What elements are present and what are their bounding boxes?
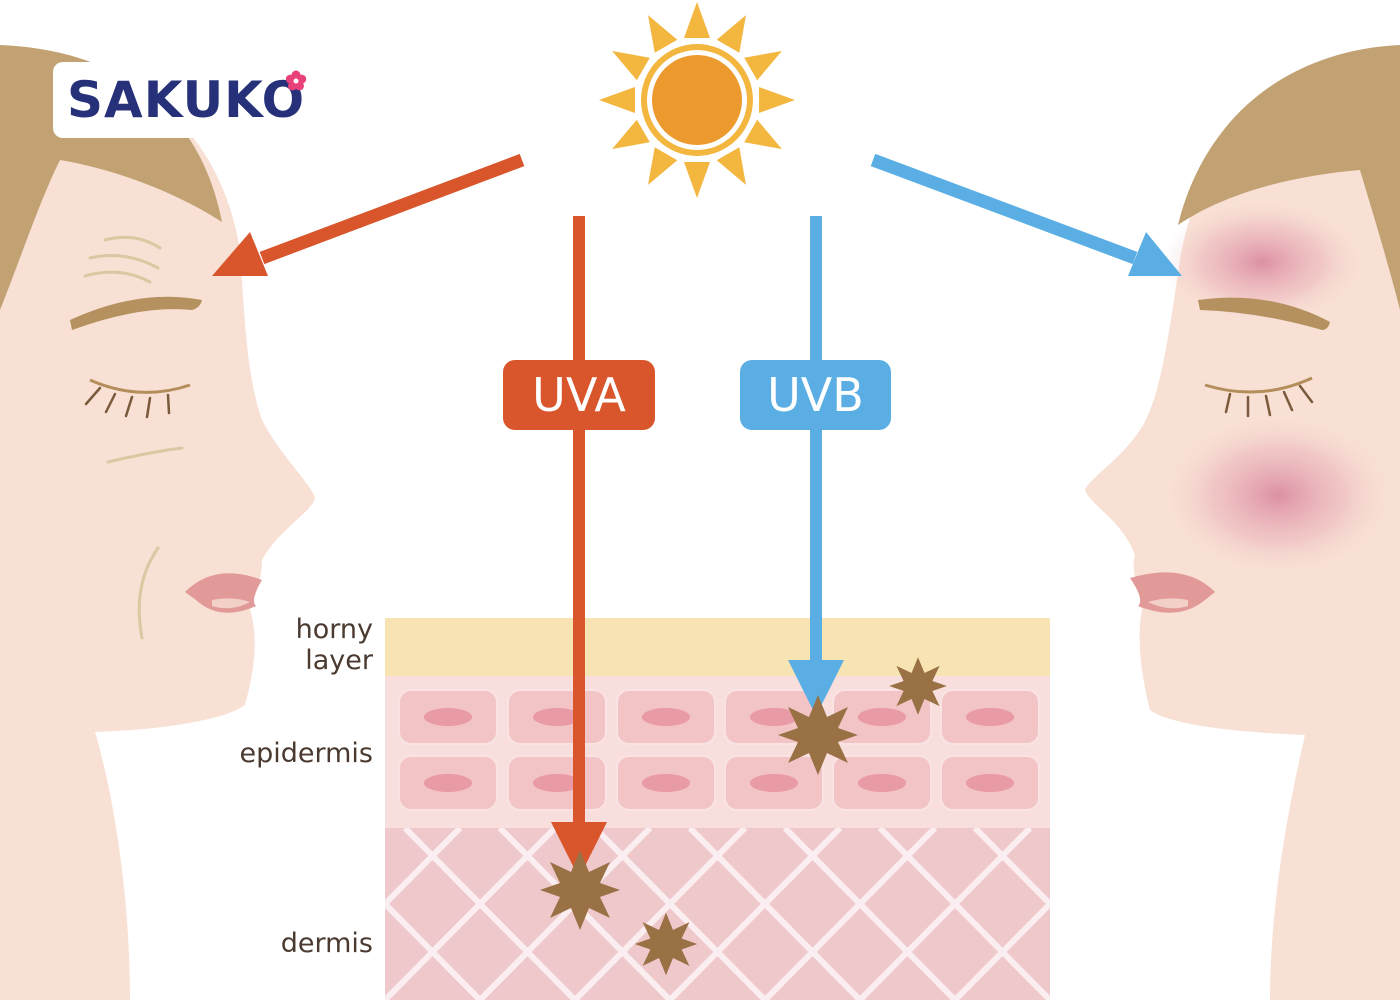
uva-badge: UVA [503, 360, 655, 430]
right-hair [1178, 45, 1400, 310]
sun-core [652, 55, 742, 145]
uvb-face-arrow [870, 153, 1182, 276]
left-eyelid [89, 378, 191, 394]
damage-star [540, 850, 620, 930]
damage-stars [540, 657, 947, 976]
forehead-redness [1162, 202, 1362, 322]
dermis-label: dermis [280, 928, 373, 959]
damage-star [778, 695, 858, 775]
cheek-redness [1166, 417, 1390, 573]
uvb-badge: UVB [740, 360, 891, 430]
left-eyelashes [84, 386, 171, 419]
right-eyelashes [1224, 384, 1314, 418]
damage-star [634, 912, 698, 976]
uva-skin-arrow [551, 216, 607, 878]
sun-rays [599, 2, 795, 198]
uva-face-arrow [212, 153, 525, 276]
flower-icon [285, 70, 307, 91]
epidermis-cells [398, 689, 1040, 811]
left-face-aged [0, 45, 315, 1000]
damage-star [889, 657, 947, 715]
cell-nuclei [424, 708, 1014, 792]
wrinkle-lines [83, 235, 184, 640]
left-face-skin [0, 45, 315, 1000]
epidermis-label: epidermis [239, 738, 374, 769]
sun [599, 2, 795, 198]
left-eyebrow [70, 296, 202, 330]
right-eyebrow [1198, 297, 1330, 330]
brand-logo-text: SAKUKO [67, 71, 306, 129]
skin-cross-section [385, 618, 1050, 1000]
right-face-sunburn [1085, 45, 1400, 1000]
right-eyelid [1204, 376, 1313, 394]
horny-layer [385, 618, 1050, 676]
brand-logo: SAKUKO [53, 62, 320, 138]
horny-layer-label: horny layer [295, 614, 373, 676]
uvb-skin-arrow [788, 216, 844, 716]
